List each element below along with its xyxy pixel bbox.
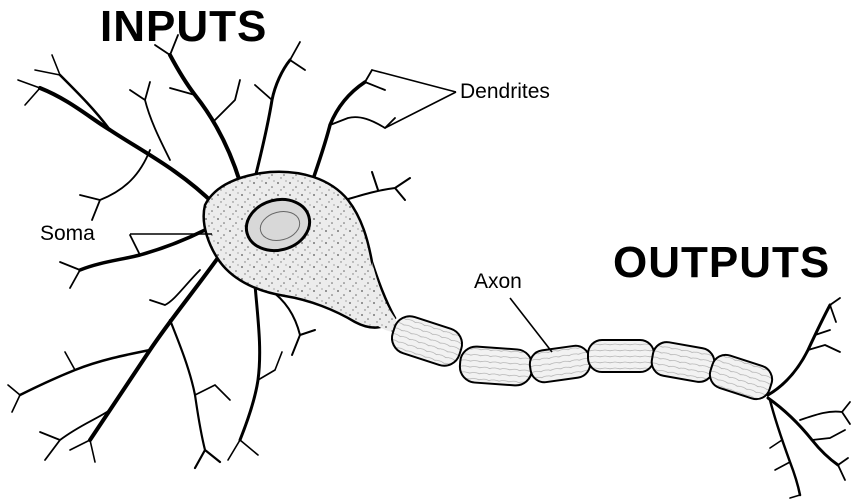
outputs-title: OUTPUTS bbox=[613, 238, 830, 288]
axon-label: Axon bbox=[474, 270, 522, 294]
axon-pointer bbox=[510, 298, 552, 352]
axon bbox=[388, 312, 776, 403]
dendrites-pointer-upper bbox=[372, 70, 456, 92]
soma-label: Soma bbox=[40, 222, 95, 246]
soma-body bbox=[204, 172, 395, 328]
inputs-title: INPUTS bbox=[100, 2, 267, 52]
axon-terminals bbox=[768, 298, 850, 498]
dendrites-pointer-lower bbox=[385, 92, 456, 128]
dendrites-label: Dendrites bbox=[460, 80, 550, 104]
